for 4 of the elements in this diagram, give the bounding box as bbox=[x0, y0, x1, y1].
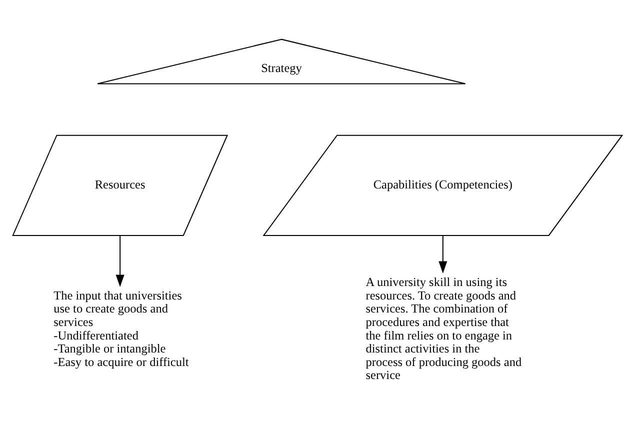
arrow bbox=[438, 235, 447, 273]
node-text: A university skill in using its resources. To create goods and services. The combination of procedures and expertise that the film relies on to engage in distinct activities in the process of producing goods and service bbox=[365, 274, 522, 382]
node-text: The input that universities use to create goods and services -Undifferentiated -Tangible or intangible -Easy to acquire or difficult bbox=[53, 288, 188, 368]
arrow bbox=[115, 235, 124, 286]
